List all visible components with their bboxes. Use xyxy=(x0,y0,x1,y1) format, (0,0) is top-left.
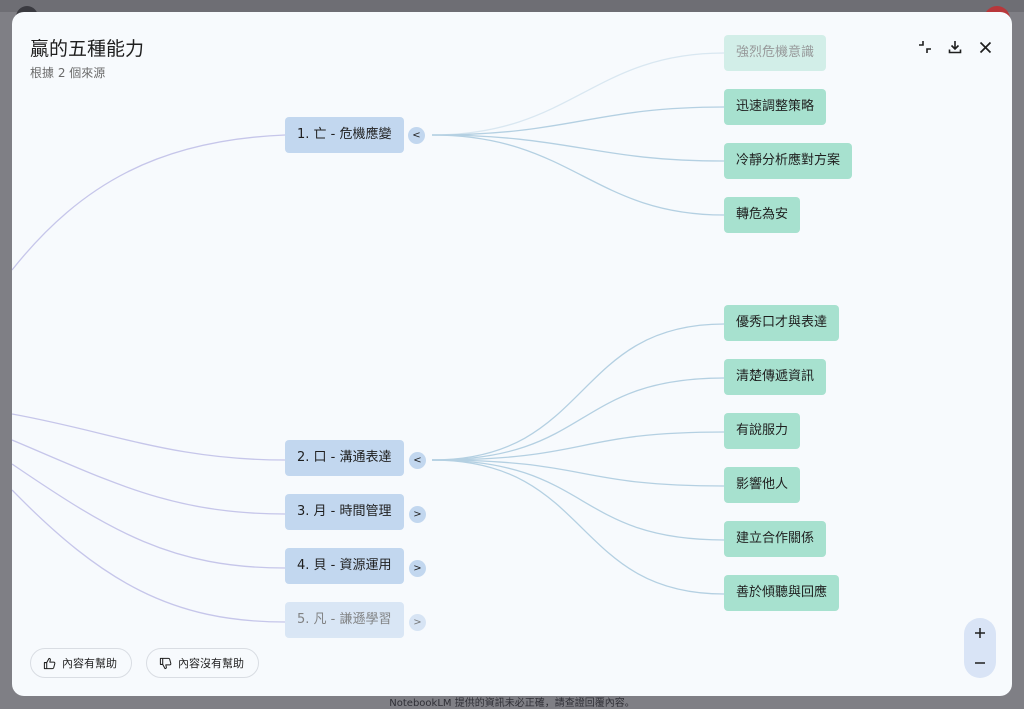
leaf-node[interactable]: 迅速調整策略 xyxy=(724,89,827,125)
leaf-link xyxy=(431,459,725,541)
leaf-node[interactable]: 冷靜分析應對方案 xyxy=(724,143,853,179)
leaf-link xyxy=(431,377,725,461)
thumbs-down-icon xyxy=(159,657,172,669)
root-link xyxy=(12,134,286,271)
leaf-node[interactable]: 影響他人 xyxy=(724,467,801,503)
leaf-link xyxy=(431,134,725,216)
leaf-link xyxy=(431,459,725,595)
leaf-link xyxy=(431,106,725,136)
not-helpful-label: 內容沒有幫助 xyxy=(178,657,244,670)
root-link xyxy=(12,439,286,515)
dialog-title: 贏的五種能力 xyxy=(30,38,145,60)
thumbs-up-icon xyxy=(43,657,56,669)
leaf-link xyxy=(431,134,725,162)
leaf-node[interactable]: 優秀口才與表達 xyxy=(724,305,840,341)
plus-icon xyxy=(975,628,985,638)
branch-toggle-collapse[interactable]: < xyxy=(408,127,425,144)
root-link xyxy=(12,489,286,623)
collapse-button[interactable] xyxy=(914,36,936,58)
branch-node-crisis[interactable]: 1. 亡 - 危機應變 xyxy=(285,117,404,153)
mindmap-canvas[interactable] xyxy=(12,12,1012,696)
branch-node-communication[interactable]: 2. 口 - 溝通表達 xyxy=(285,440,404,476)
leaf-node[interactable]: 有說服力 xyxy=(724,413,801,449)
source-count: 根據 2 個來源 xyxy=(30,66,106,80)
leaf-link xyxy=(431,52,725,136)
download-icon xyxy=(948,41,962,54)
zoom-in-button[interactable] xyxy=(964,618,996,648)
zoom-control xyxy=(964,618,996,678)
helpful-label: 內容有幫助 xyxy=(62,657,117,670)
branch-node-humility[interactable]: 5. 凡 - 謙遜學習 xyxy=(285,602,404,638)
leaf-node[interactable]: 建立合作關係 xyxy=(724,521,827,557)
minus-icon xyxy=(975,662,985,664)
leaf-node[interactable]: 清楚傳遞資訊 xyxy=(724,359,827,395)
branch-toggle-expand[interactable]: > xyxy=(409,560,426,577)
backdrop-top-bar xyxy=(0,0,1024,12)
zoom-out-button[interactable] xyxy=(964,648,996,678)
branch-node-time[interactable]: 3. 月 - 時間管理 xyxy=(285,494,404,530)
root-link xyxy=(12,463,286,569)
disclaimer-text: NotebookLM 提供的資訊未必正確，請查證回覆內容。 xyxy=(389,698,635,709)
branch-toggle-expand[interactable]: > xyxy=(409,614,426,631)
leaf-link xyxy=(431,431,725,461)
leaf-link xyxy=(431,459,725,487)
branch-node-resources[interactable]: 4. 貝 - 資源運用 xyxy=(285,548,404,584)
leaf-node[interactable]: 轉危為安 xyxy=(724,197,801,233)
leaf-node[interactable]: 善於傾聽與回應 xyxy=(724,575,840,611)
not-helpful-button[interactable]: 內容沒有幫助 xyxy=(146,648,259,678)
helpful-button[interactable]: 內容有幫助 xyxy=(30,648,132,678)
close-button[interactable] xyxy=(974,36,996,58)
download-button[interactable] xyxy=(944,36,966,58)
leaf-link xyxy=(431,323,725,461)
close-icon xyxy=(979,41,991,53)
collapse-arrows-icon xyxy=(919,41,931,53)
root-link xyxy=(12,413,286,461)
leaf-node[interactable]: 強烈危機意識 xyxy=(724,35,827,71)
mindmap-dialog: 贏的五種能力 根據 2 個來源 1. 亡 - 危機應變 < 強烈危機意識 迅速調… xyxy=(12,12,1012,696)
branch-toggle-expand[interactable]: > xyxy=(409,506,426,523)
branch-toggle-collapse[interactable]: < xyxy=(409,452,426,469)
